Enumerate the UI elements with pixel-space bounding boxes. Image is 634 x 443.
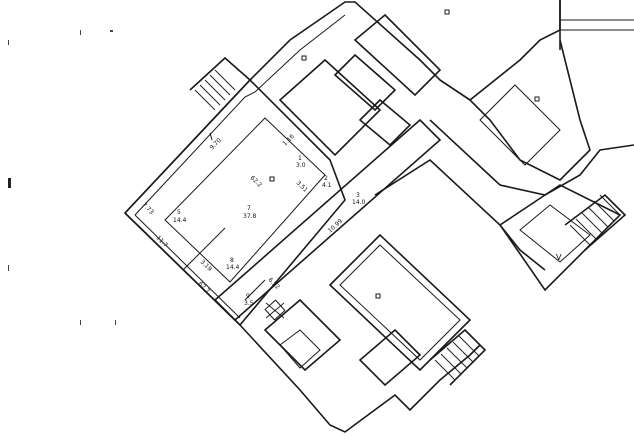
right-lower-block — [498, 184, 622, 292]
lower-rooms — [263, 158, 546, 387]
room-2-area: 4.1 — [322, 182, 332, 189]
dim-left-bottom: 62.7 — [197, 280, 212, 295]
dim-inner-1: 3.19 — [199, 258, 214, 273]
right-upper-block — [429, 0, 634, 196]
room-3-area: 14.0 — [352, 199, 366, 206]
corridor — [213, 118, 442, 322]
stair-lower — [429, 328, 487, 386]
room-9-area: 3.5 — [244, 300, 254, 307]
room-labels: 1.16 1 3.0 2 4.1 3 14.0 5 14.4 7 37.8 8 … — [173, 133, 366, 307]
room-1-area: 3.0 — [296, 162, 306, 169]
shaft-x — [264, 299, 286, 321]
room-3-number: 3 — [356, 192, 360, 199]
outer-walls — [124, 0, 561, 433]
stair-right — [564, 193, 627, 251]
room-7-area: 37.8 — [243, 213, 257, 220]
room-5-number: 5 — [177, 209, 181, 216]
room-5-area: 14.4 — [173, 217, 187, 224]
upper-rooms — [278, 13, 442, 157]
markers — [269, 9, 540, 299]
room-8-number: 8 — [230, 257, 234, 264]
stair-upper-left — [189, 56, 251, 111]
room-8-area: 14.4 — [226, 264, 240, 271]
left-room-block — [123, 78, 346, 327]
dim-inner-4: 62.2 — [249, 174, 264, 189]
edge-marks — [8, 30, 116, 325]
room-2-number: 2 — [324, 175, 328, 182]
dim-inner-3: 3.51 — [295, 179, 310, 194]
dim-top-wall: 9.70 — [208, 137, 223, 152]
dim-left-top: 7.73 — [141, 201, 156, 216]
room-1-number: 1 — [298, 155, 302, 162]
stair-letter: V — [556, 253, 562, 262]
room-7-number: 7 — [247, 205, 251, 212]
room-9-number: 9 — [246, 293, 250, 300]
